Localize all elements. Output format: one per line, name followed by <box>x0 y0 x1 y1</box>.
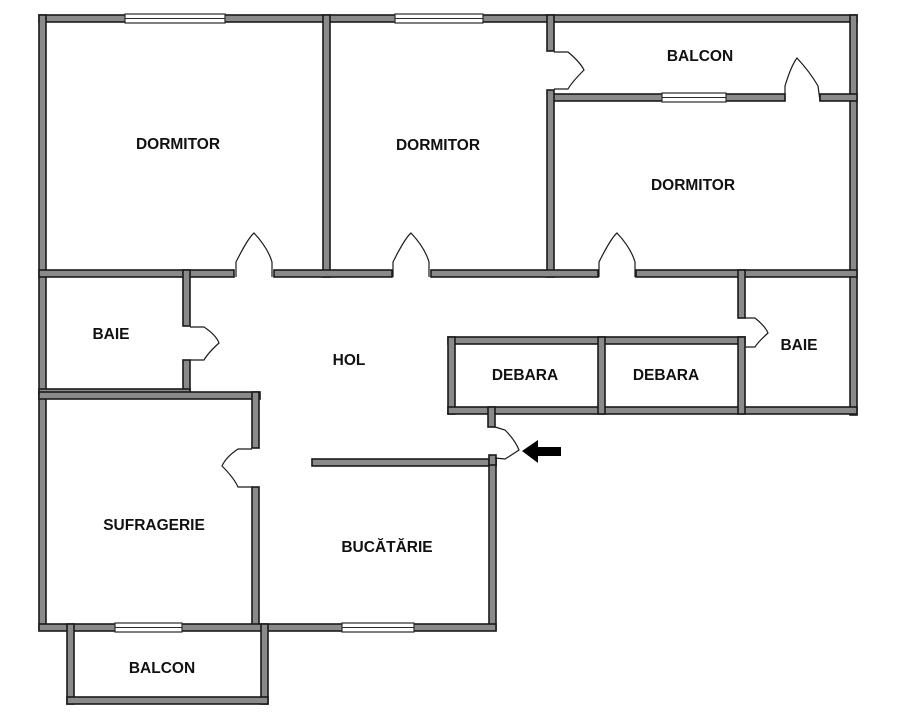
label-baie-left: BAIE <box>92 326 129 343</box>
window-dorm2 <box>394 13 484 24</box>
wall-balcon-bottom-right <box>260 623 269 705</box>
door-sufragerie[interactable] <box>221 448 252 488</box>
wall-dorm2-dorm3-lower <box>546 89 555 278</box>
wall-bucatarie-right <box>488 458 497 631</box>
door-baie-right[interactable] <box>745 317 769 348</box>
wall-bedrooms-bottom-2 <box>273 269 393 278</box>
label-sufragerie: SUFRAGERIE <box>103 517 205 534</box>
wall-debara-left <box>447 336 456 415</box>
wall-dorm1-dorm2 <box>322 14 331 278</box>
wall-entrance-stub <box>487 406 496 428</box>
door-entrance[interactable] <box>494 426 520 460</box>
window-bucatarie <box>341 622 415 633</box>
wall-sufragerie-right-lower <box>251 486 260 631</box>
label-dormitor-3: DORMITOR <box>651 177 735 194</box>
label-baie-right: BAIE <box>780 337 817 354</box>
wall-debara-top <box>447 336 746 345</box>
label-dormitor-2: DORMITOR <box>396 137 480 154</box>
label-bucatarie: BUCĂTĂRIE <box>341 539 432 556</box>
wall-balcon-bottom-left <box>66 623 75 705</box>
wall-balcon-bottom-base <box>66 696 269 705</box>
door-baie-left[interactable] <box>190 326 220 361</box>
wall-outer-left <box>38 14 47 631</box>
door-dormitor-2[interactable] <box>392 232 430 277</box>
room-labels: DORMITOR DORMITOR DORMITOR BALCON BAIE H… <box>92 48 817 677</box>
wall-bedrooms-bottom-3 <box>430 269 599 278</box>
wall-debara-middle <box>597 336 606 415</box>
wall-baie-left-right-upper <box>182 269 191 327</box>
wall-dorm2-dorm3-upper <box>546 14 555 52</box>
wall-baie-right-left <box>737 269 746 319</box>
door-dormitor-1[interactable] <box>235 232 273 277</box>
door-balcon-top-left[interactable] <box>554 51 585 90</box>
door-balcon-top-right[interactable] <box>784 57 821 102</box>
wall-sufragerie-right-upper <box>251 391 260 449</box>
entrance-arrow-icon <box>522 440 561 463</box>
wall-bedrooms-bottom-4 <box>635 269 858 278</box>
label-debara-1: DEBARA <box>492 367 558 384</box>
wall-bucatarie-top <box>311 458 497 467</box>
label-debara-2: DEBARA <box>633 367 699 384</box>
window-dorm1 <box>124 13 226 24</box>
door-dormitor-3[interactable] <box>598 232 636 277</box>
wall-sufragerie-top <box>38 391 261 400</box>
label-balcon-top: BALCON <box>667 48 733 65</box>
wall-debara-right <box>737 336 746 415</box>
wall-entrance-stub-low <box>488 454 497 466</box>
windows <box>114 13 727 633</box>
wall-outer-right <box>849 14 858 416</box>
label-dormitor-1: DORMITOR <box>136 136 220 153</box>
window-sufragerie <box>114 622 183 633</box>
wall-balcony-top-bottom-right <box>819 93 858 102</box>
window-dorm3 <box>661 92 727 103</box>
wall-bedrooms-bottom-1 <box>38 269 235 278</box>
doors <box>190 51 821 488</box>
wall-debara-bottom <box>447 406 858 415</box>
label-hol: HOL <box>333 352 366 369</box>
label-balcon-bottom: BALCON <box>129 660 195 677</box>
walls <box>38 14 858 705</box>
